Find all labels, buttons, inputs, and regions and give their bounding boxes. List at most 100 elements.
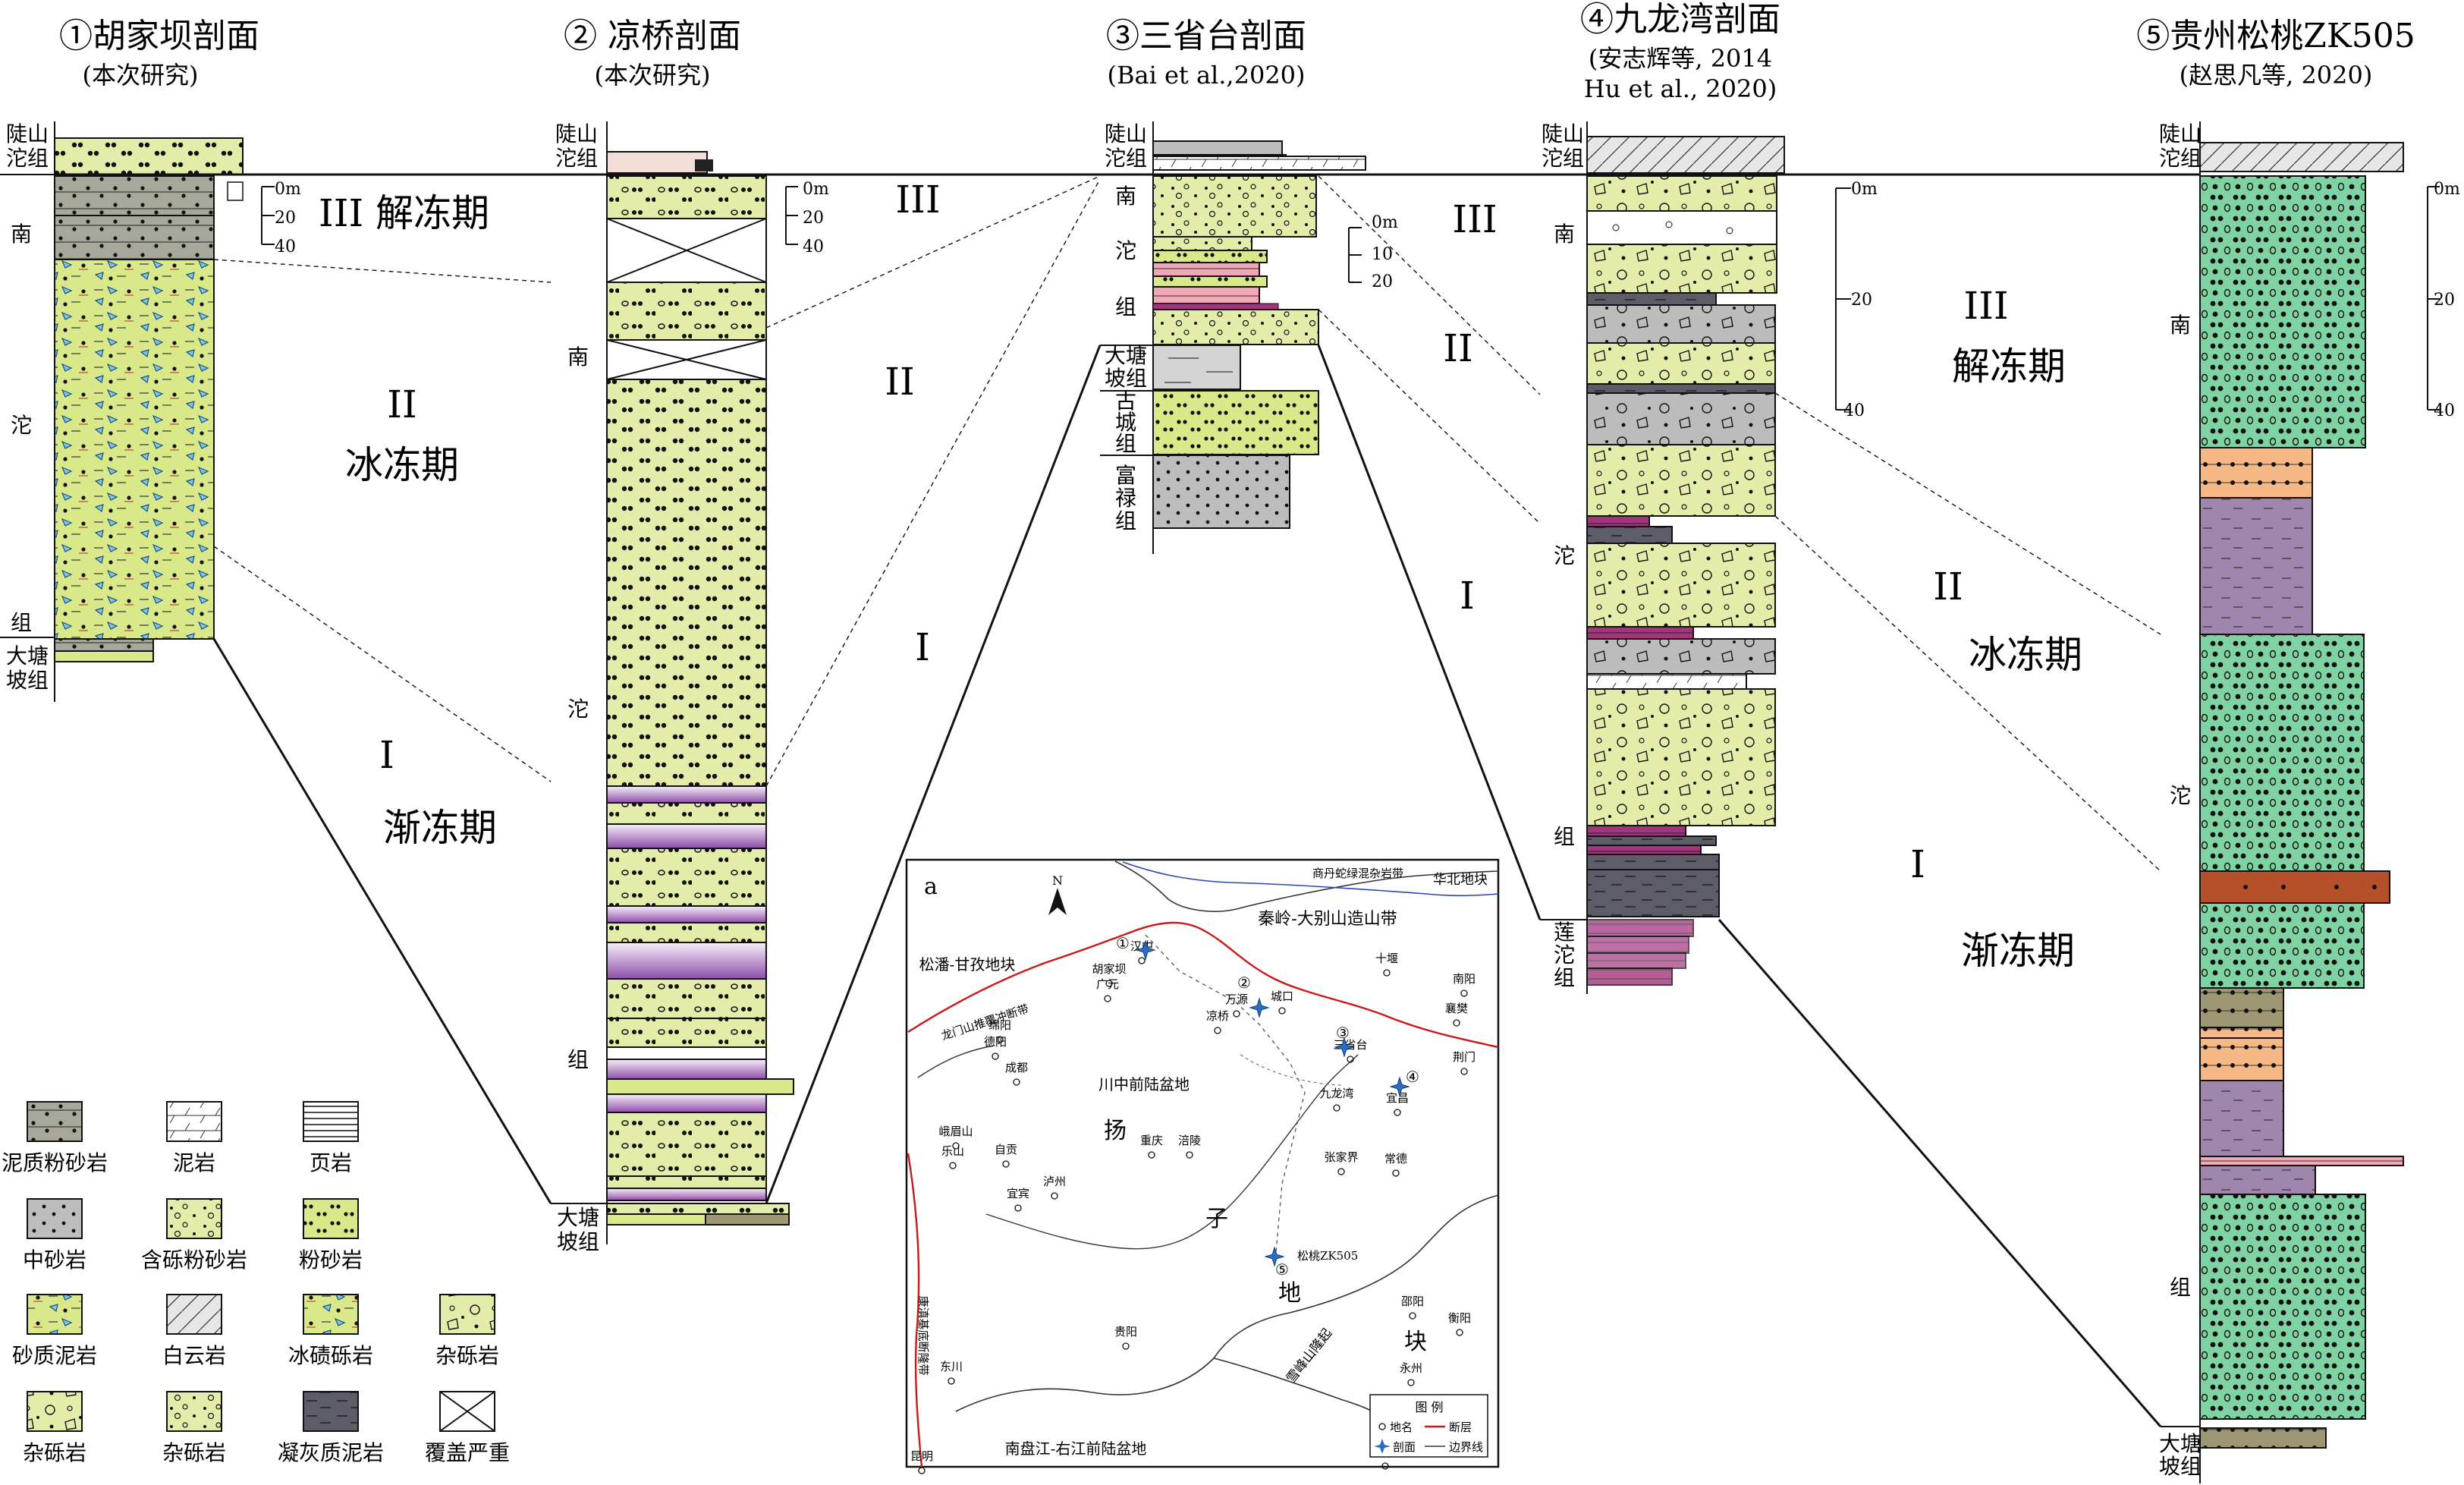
legend-label: 杂砾岩: [435, 1343, 499, 1368]
svg-text:0m: 0m: [803, 180, 829, 199]
muddysilt-swatch-icon: [27, 1101, 83, 1142]
section-source: (Bai et al.,2020): [1107, 61, 1305, 90]
city-dot-icon: [948, 1377, 955, 1385]
city-dot-icon: [1378, 1423, 1386, 1430]
svg-text:大塘: 大塘: [1105, 343, 1147, 368]
svg-text:扬: 扬: [1104, 1118, 1127, 1144]
svg-text:大塘: 大塘: [2159, 1431, 2202, 1456]
legend-item-covered: 覆盖严重: [425, 1391, 510, 1465]
svg-text:古: 古: [1115, 389, 1136, 414]
city-label: 广元: [1096, 977, 1119, 991]
section-marker-label: ①: [1116, 934, 1130, 952]
svg-text:大塘: 大塘: [557, 1205, 599, 1230]
svg-text:陡山: 陡山: [1542, 121, 1584, 146]
svg-text:I: I: [1910, 842, 1925, 886]
svg-text:20: 20: [2434, 291, 2455, 310]
city-label: 张家界: [1324, 1150, 1358, 1164]
svg-text:秦岭-大别山造山带: 秦岭-大别山造山带: [1258, 910, 1397, 929]
svg-text:莲: 莲: [1554, 920, 1575, 945]
city-label: 胡家坝: [1092, 962, 1126, 976]
scale-bar: 0m 20 40: [1835, 180, 1878, 420]
city-dot-icon: [1138, 957, 1146, 964]
svg-text:富: 富: [1115, 463, 1136, 488]
svg-text:南: 南: [567, 345, 589, 370]
city-dot-icon: [1383, 969, 1391, 977]
legend-label: 粉砂岩: [299, 1247, 363, 1273]
svg-text:沱组: 沱组: [6, 146, 49, 171]
diamictite-swatch-icon: [439, 1294, 495, 1335]
stage-label-I-num: I: [379, 733, 394, 777]
legend-item-tillite: 冰碛砾岩: [288, 1294, 373, 1368]
section-source: (本次研究): [595, 61, 711, 90]
svg-text:组: 组: [1554, 965, 1575, 990]
city-label: 重庆: [1140, 1134, 1163, 1147]
svg-text:0m: 0m: [275, 180, 301, 199]
section-star-icon: [1264, 1246, 1285, 1267]
city-dot-icon: [1278, 1007, 1286, 1015]
city-label: 九龙湾: [1319, 1087, 1353, 1100]
city-dot-icon: [952, 1142, 960, 1150]
city-label: 涪陵: [1178, 1134, 1201, 1147]
svg-text:南: 南: [1554, 222, 1575, 247]
legend-label: 页岩: [310, 1150, 352, 1175]
doushantuo-layer: [54, 137, 244, 175]
svg-text:沱组: 沱组: [2159, 146, 2202, 171]
north-arrow-icon: N: [1048, 873, 1067, 915]
svg-text:0m: 0m: [2434, 180, 2460, 199]
city-label: 乐山: [941, 1144, 964, 1158]
city-dot-icon: [949, 1162, 957, 1169]
svg-text:沱: 沱: [2170, 783, 2191, 808]
city-label: 城口: [1271, 989, 1293, 1003]
pebblysilt-swatch-icon: [166, 1198, 222, 1239]
svg-text:40: 40: [1843, 401, 1865, 420]
svg-text:I: I: [915, 625, 930, 669]
city-label: 荆门: [1453, 1050, 1476, 1064]
svg-text:20: 20: [1851, 291, 1872, 310]
tillite-layer: [54, 259, 215, 640]
city-label: 成都: [1005, 1061, 1028, 1074]
city-dot-icon: [996, 1036, 1004, 1043]
svg-text:沱: 沱: [1554, 942, 1575, 967]
svg-text:渐冻期: 渐冻期: [1961, 929, 2075, 973]
section-1-column: 陡山 沱组 南 沱 组 大塘 坡组 0m 20 40 III 解冻期 II 冰冻…: [0, 121, 497, 850]
svg-text:坡组: 坡组: [6, 668, 49, 693]
svg-text:沱: 沱: [1554, 543, 1575, 568]
city-label: 峨眉山: [938, 1125, 973, 1138]
map-frame: [905, 858, 1500, 1468]
shale-swatch-icon: [303, 1101, 359, 1142]
svg-text:康滇基底断隆带: 康滇基底断隆带: [916, 1295, 930, 1375]
city-dot-icon: [1051, 1192, 1058, 1200]
city-dot-icon: [1122, 1342, 1130, 1350]
legend-item-sandymud: 砂质泥岩: [12, 1294, 97, 1368]
svg-text:坡组: 坡组: [1105, 366, 1147, 391]
location-map: a N 华北地块 秦岭-大别山造山带 松潘-甘孜地块 川中前陆盆地 扬 子 地 …: [905, 858, 1500, 1474]
city-dot-icon: [1337, 1168, 1345, 1175]
city-label: 南阳: [1453, 972, 1476, 986]
legend-label: 白云岩: [162, 1343, 226, 1368]
svg-text:20: 20: [803, 209, 824, 228]
svg-text:40: 40: [2434, 401, 2455, 420]
city-label: 泸州: [1043, 1175, 1066, 1188]
city-dot-icon: [1460, 1068, 1468, 1075]
svg-text:III: III: [895, 178, 940, 222]
mud-swatch-icon: [166, 1101, 222, 1142]
city-label: 邵阳: [1401, 1295, 1424, 1308]
legend-item-pebblysilt: 含砾粉砂岩: [141, 1198, 247, 1273]
city-label: 襄樊: [1445, 1002, 1468, 1015]
svg-text:10: 10: [1372, 245, 1393, 264]
svg-text:南: 南: [2170, 313, 2191, 338]
svg-text:III: III: [1963, 284, 2008, 328]
svg-text:南: 南: [1115, 184, 1136, 209]
city-dot-icon: [1105, 980, 1113, 987]
silt-swatch-icon: [303, 1198, 359, 1239]
scale-bar: 0m 10 20: [1348, 213, 1398, 291]
city-dot-icon: [1453, 1019, 1460, 1027]
city-dot-icon: [992, 1052, 999, 1060]
scale-bar: 0m 20 40: [785, 180, 829, 256]
section-5-column: 陡山 沱组 南 沱 组 大塘 坡组 0m 20 40 III 解冻期 II 冰冻…: [1910, 121, 2460, 1483]
city-dot-icon: [1407, 1379, 1415, 1386]
svg-text:0m: 0m: [1851, 180, 1878, 199]
city-dot-icon: [1460, 989, 1468, 997]
city-dot-icon: [1148, 1151, 1155, 1159]
